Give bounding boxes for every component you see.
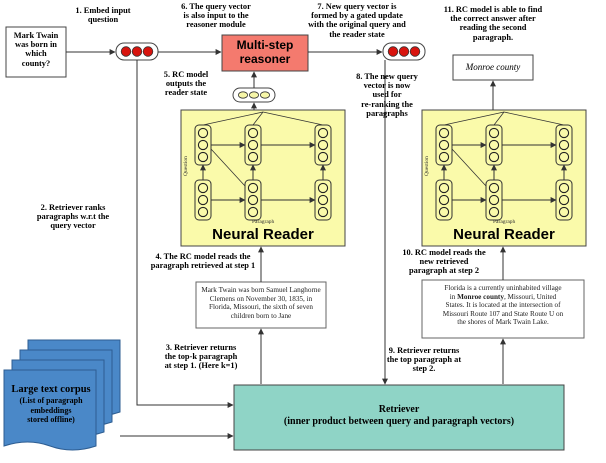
reader-1-neuron [197, 127, 209, 139]
answer-box [452, 54, 534, 81]
reader-1-neuron [317, 139, 329, 151]
question-vector [115, 42, 159, 61]
reader-1-neuron [197, 194, 209, 206]
reader-2-out-link [443, 111, 505, 126]
reader-2-neuron [438, 151, 450, 163]
reader-1-neuron [317, 127, 329, 139]
answer-text: Monroe county [465, 62, 521, 72]
reader-1-neuron [247, 194, 259, 206]
reader-1-paragraph-axis: Paragraph [252, 219, 275, 225]
reader-2-neuron [438, 194, 450, 206]
corpus-stack [3, 339, 121, 451]
reader-2-out-link [503, 111, 565, 126]
reader-2-neuron [488, 194, 500, 206]
reader-2-neuron [558, 127, 570, 139]
new-query-vector [382, 42, 426, 61]
reader-2-neuron [438, 127, 450, 139]
retriever-box [233, 384, 565, 451]
reader-2-neuron [558, 206, 570, 218]
reader-2-neuron [558, 151, 570, 163]
passage-1-box [195, 281, 327, 329]
reader-2-question-axis: Question [424, 156, 430, 176]
reader-1-neuron [247, 139, 259, 151]
arrow-query-to-retriever [136, 60, 234, 408]
reader-1-neuron [197, 139, 209, 151]
reader-2-neuron [488, 182, 500, 194]
reader-2-neuron [438, 182, 450, 194]
reader-2-neuron [438, 206, 450, 218]
reader-1-neuron [247, 151, 259, 163]
reader-2-neuron [558, 139, 570, 151]
reader-2-out-link [493, 111, 505, 126]
reader-1-neuron [247, 127, 259, 139]
reader-1-question-axis: Question [183, 156, 189, 176]
neural-reader-1-title: Neural Reader [212, 226, 314, 243]
input-question-box [5, 26, 67, 78]
reader-2-neuron [438, 139, 450, 151]
input-question-text: Mark Twain was born in which county? [13, 31, 59, 68]
reader-1-neuron [317, 206, 329, 218]
reader-1-diag-link [210, 148, 246, 187]
reader-2-neuron [558, 194, 570, 206]
reader-state-vector [232, 87, 276, 103]
neural-reader-2-title: Neural Reader [453, 226, 555, 243]
reader-1-out-link [202, 111, 264, 126]
reader-2-neuron [488, 151, 500, 163]
reader-1-neuron [247, 182, 259, 194]
reader-2-neuron [488, 127, 500, 139]
reader-1-neuron [247, 206, 259, 218]
passage-2-box [421, 279, 585, 339]
reader-1-out-link [262, 111, 324, 126]
passage-2-text: Florida is a currently uninhabited villa… [423, 284, 583, 327]
reader-2-neuron [558, 182, 570, 194]
reader-1-cells [194, 111, 332, 221]
reader-1-neuron [197, 206, 209, 218]
reader-2-neuron [488, 206, 500, 218]
corpus-label: Large text corpus (List of paragraph emb… [11, 384, 91, 424]
multi-step-reasoner-box [221, 34, 309, 72]
reader-1-neuron [197, 151, 209, 163]
reader-1-neuron [317, 151, 329, 163]
reader-1-neuron [197, 182, 209, 194]
passage-2-line-2: in Monroe county, Missouri, United [449, 292, 557, 301]
reader-2-neuron [488, 139, 500, 151]
reader-2-diag-link [451, 148, 487, 187]
reader-1-neuron [317, 194, 329, 206]
reader-2-paragraph-axis: Paragraph [493, 219, 516, 225]
passage-2-answer-highlight: Monroe county [457, 292, 504, 301]
reader-1-out-link [252, 111, 264, 126]
reader-1-neuron [317, 182, 329, 194]
retriever-label: Retriever(inner product between query an… [283, 404, 515, 427]
reader-2-cells [435, 111, 573, 221]
